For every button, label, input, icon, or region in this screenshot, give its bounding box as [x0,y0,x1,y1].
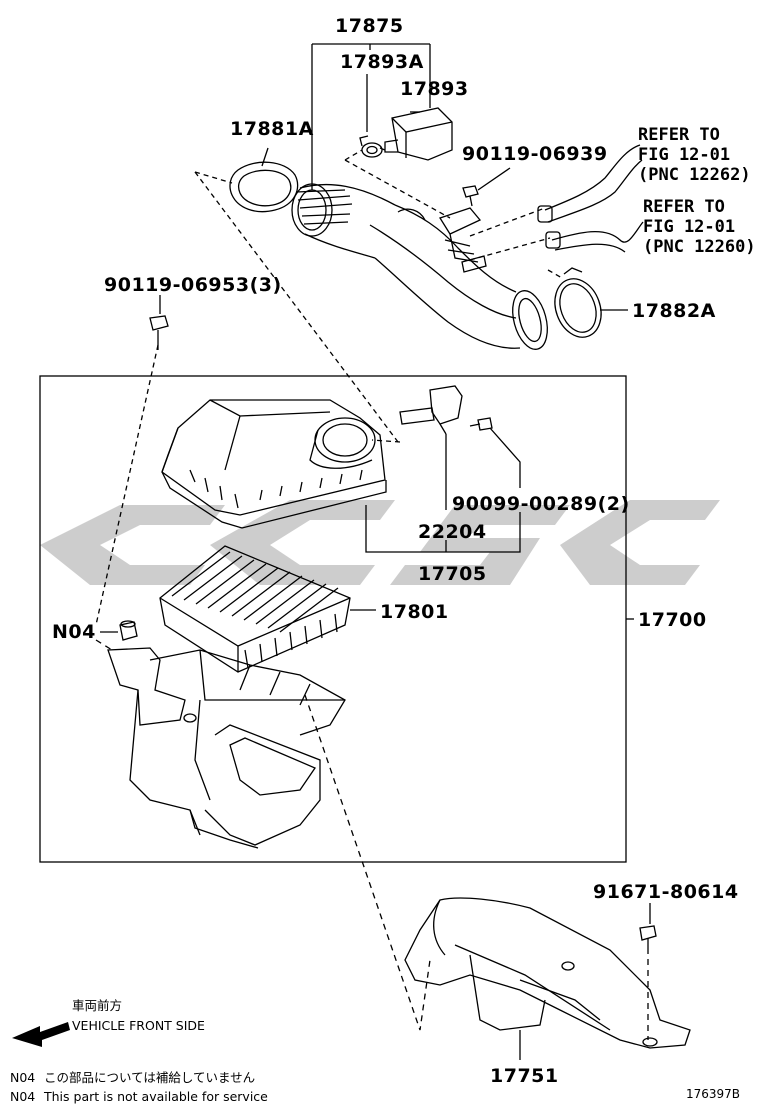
label-N04: N04 [52,621,96,643]
bracket-17875 [311,43,431,190]
bolt-90119-06953 [149,295,169,350]
label-90099-00289: 90099-00289(2) [452,493,630,515]
label-90119-06939: 90119-06939 [462,143,608,165]
label-17700: 17700 [638,609,707,631]
dashed-leader-lower [95,639,649,1040]
figure-id: 176397B [686,1087,740,1101]
label-90119-06953: 90119-06953(3) [104,274,282,296]
part-17881A-ring [229,147,299,213]
front-direction-arrow-icon [12,1022,70,1047]
note-code-1: N04 [10,1070,35,1085]
label-ref2-line1: REFER TO [643,197,725,217]
bolt-91671-80614 [639,903,657,948]
note-text-2: This part is not available for service [43,1089,268,1104]
hose-bracket-pipes [439,207,487,273]
part-22204-sensor [399,385,463,510]
part-17893A-clamp [359,135,383,158]
label-ref2-line2: FIG 12-01 [643,217,735,237]
part-17893-box [384,107,453,161]
part-17882A-clamp [554,267,628,338]
assembly-17700-frame [39,375,627,863]
direction-label-jp: 車両前方 [72,998,122,1013]
label-22204: 22204 [418,521,487,543]
bracket-17705 [365,505,521,553]
label-17893: 17893 [400,78,469,100]
label-17881A: 17881A [230,118,314,140]
part-N04-grommet [100,620,138,641]
label-ref2-line3: (PNC 12260) [643,237,756,257]
label-91671-80614: 91671-80614 [593,881,739,903]
label-17882A: 17882A [632,300,716,322]
label-17751: 17751 [490,1065,559,1087]
part-17875-hose [291,183,548,350]
label-17801: 17801 [380,601,449,623]
assembly-lower-case [107,647,346,849]
part-17705-cover [161,399,387,529]
part-17801-filter [159,545,376,673]
watermark-logo [40,500,720,585]
direction-label-en: VEHICLE FRONT SIDE [72,1018,205,1033]
note-code-2: N04 [10,1089,35,1104]
label-ref1-line3: (PNC 12262) [638,165,751,185]
note-text-1: この部品については補給していません [44,1070,255,1085]
external-hoses [537,144,644,253]
part-17751-duct [404,897,691,1060]
label-ref1-line2: FIG 12-01 [638,145,730,165]
label-17875: 17875 [335,15,404,37]
label-17705: 17705 [418,563,487,585]
label-ref1-line1: REFER TO [638,125,720,145]
labels: 17875 17893A 17893 17881A 90119-06939 RE… [10,15,756,1104]
bolt-90119-06939 [462,167,511,207]
screw-90099-00289 [469,417,521,488]
label-17893A: 17893A [340,51,424,73]
